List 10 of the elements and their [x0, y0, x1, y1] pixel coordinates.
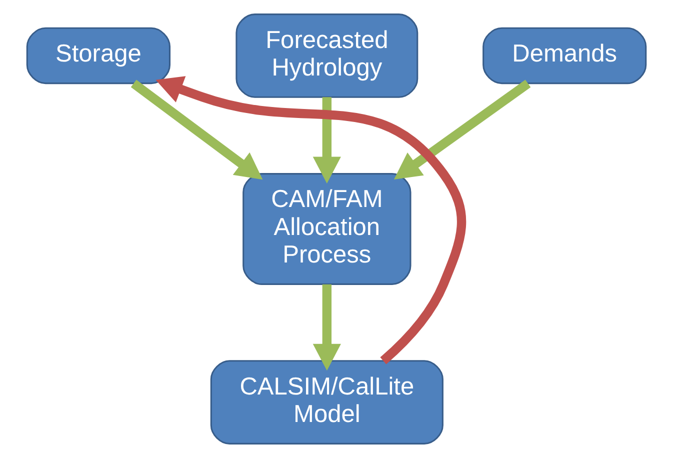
node-box: Demands	[482, 27, 647, 84]
arrow	[156, 76, 466, 364]
arrow	[312, 97, 341, 184]
node-box: Forecasted Hydrology	[236, 14, 418, 98]
node-box: CALSIM/CalLite Model	[210, 360, 444, 444]
node-box: CAM/FAM Allocation Process	[242, 173, 412, 285]
node-box: Storage	[26, 27, 170, 84]
arrow	[394, 80, 531, 180]
arrow	[312, 284, 341, 371]
arrow	[130, 80, 263, 180]
